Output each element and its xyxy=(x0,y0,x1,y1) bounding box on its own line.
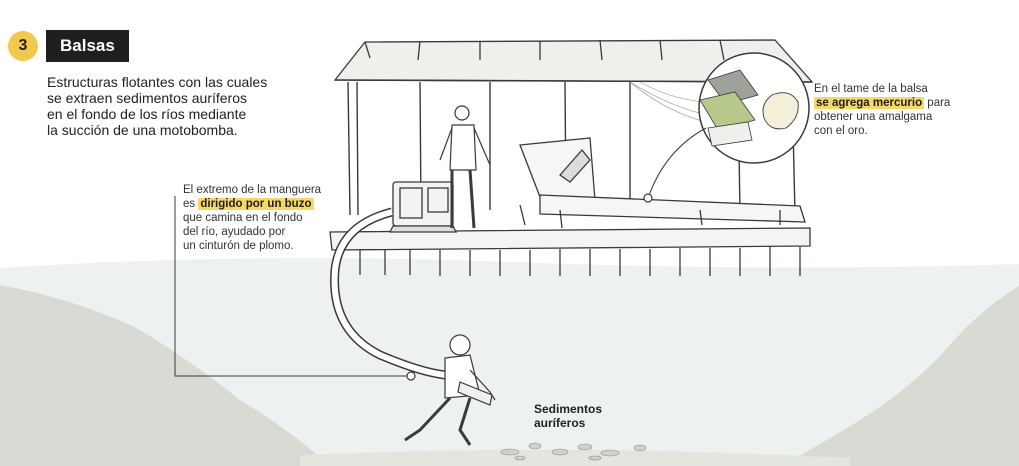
mercury-note: En el tame de la balsa se agrega mercuri… xyxy=(814,82,974,138)
intro-line: en el fondo de los ríos mediante xyxy=(47,106,247,122)
hose-callout-dot xyxy=(406,371,416,381)
sediment-pebbles xyxy=(500,442,647,461)
step-number-badge: 3 xyxy=(8,31,38,61)
mercury-amalgam-icon xyxy=(762,92,799,130)
diver-highlight: dirigido por un buzo xyxy=(198,198,314,210)
hose-note-line: es dirigido por un buzo xyxy=(183,197,348,211)
mercury-note-line: obtener una amalgama xyxy=(814,111,933,123)
sluice-callout-dot xyxy=(643,193,653,203)
motor-pump-icon xyxy=(388,181,458,233)
hose-note-line: un cinturón de plomo. xyxy=(183,240,294,252)
hose-note-line: del río, ayudado por xyxy=(183,226,286,238)
intro-line: Estructuras flotantes con las cuales xyxy=(47,74,268,90)
mercury-note-suffix: para xyxy=(924,97,951,109)
mercury-note-line: En el tame de la balsa xyxy=(814,83,928,95)
left-riverbank xyxy=(0,285,330,466)
river-bed xyxy=(300,449,850,466)
mercury-highlight: se agrega mercurio xyxy=(814,97,925,109)
section-title: Balsas xyxy=(46,30,129,62)
intro-line: la succión de una motobomba. xyxy=(47,122,238,138)
mercury-note-line: se agrega mercurio para xyxy=(814,96,974,110)
sediment-label-line: Sedimentos xyxy=(534,402,603,416)
worker-figure xyxy=(439,105,491,229)
diver-illustration xyxy=(404,334,496,446)
leader-lines xyxy=(174,127,707,377)
sluice-box-icon xyxy=(519,137,806,229)
raft-deck xyxy=(329,227,811,276)
hose-note-line: que camina en el fondo xyxy=(183,212,303,224)
mercury-note-line: con el oro. xyxy=(814,125,868,137)
hose-note-line: El extremo de la manguera xyxy=(183,184,322,196)
intro-text: Estructuras flotantes con las cuales se … xyxy=(47,74,317,138)
intro-line: se extraen sedimentos auríferos xyxy=(47,90,247,106)
sediment-label-line: auríferos xyxy=(534,416,586,430)
right-riverbank xyxy=(780,286,1019,466)
hose-note-prefix: es xyxy=(183,198,199,210)
mercury-inset xyxy=(698,52,810,164)
sediment-label: Sedimentos auríferos xyxy=(534,402,624,430)
hose-note: El extremo de la manguera es dirigido po… xyxy=(183,183,348,253)
